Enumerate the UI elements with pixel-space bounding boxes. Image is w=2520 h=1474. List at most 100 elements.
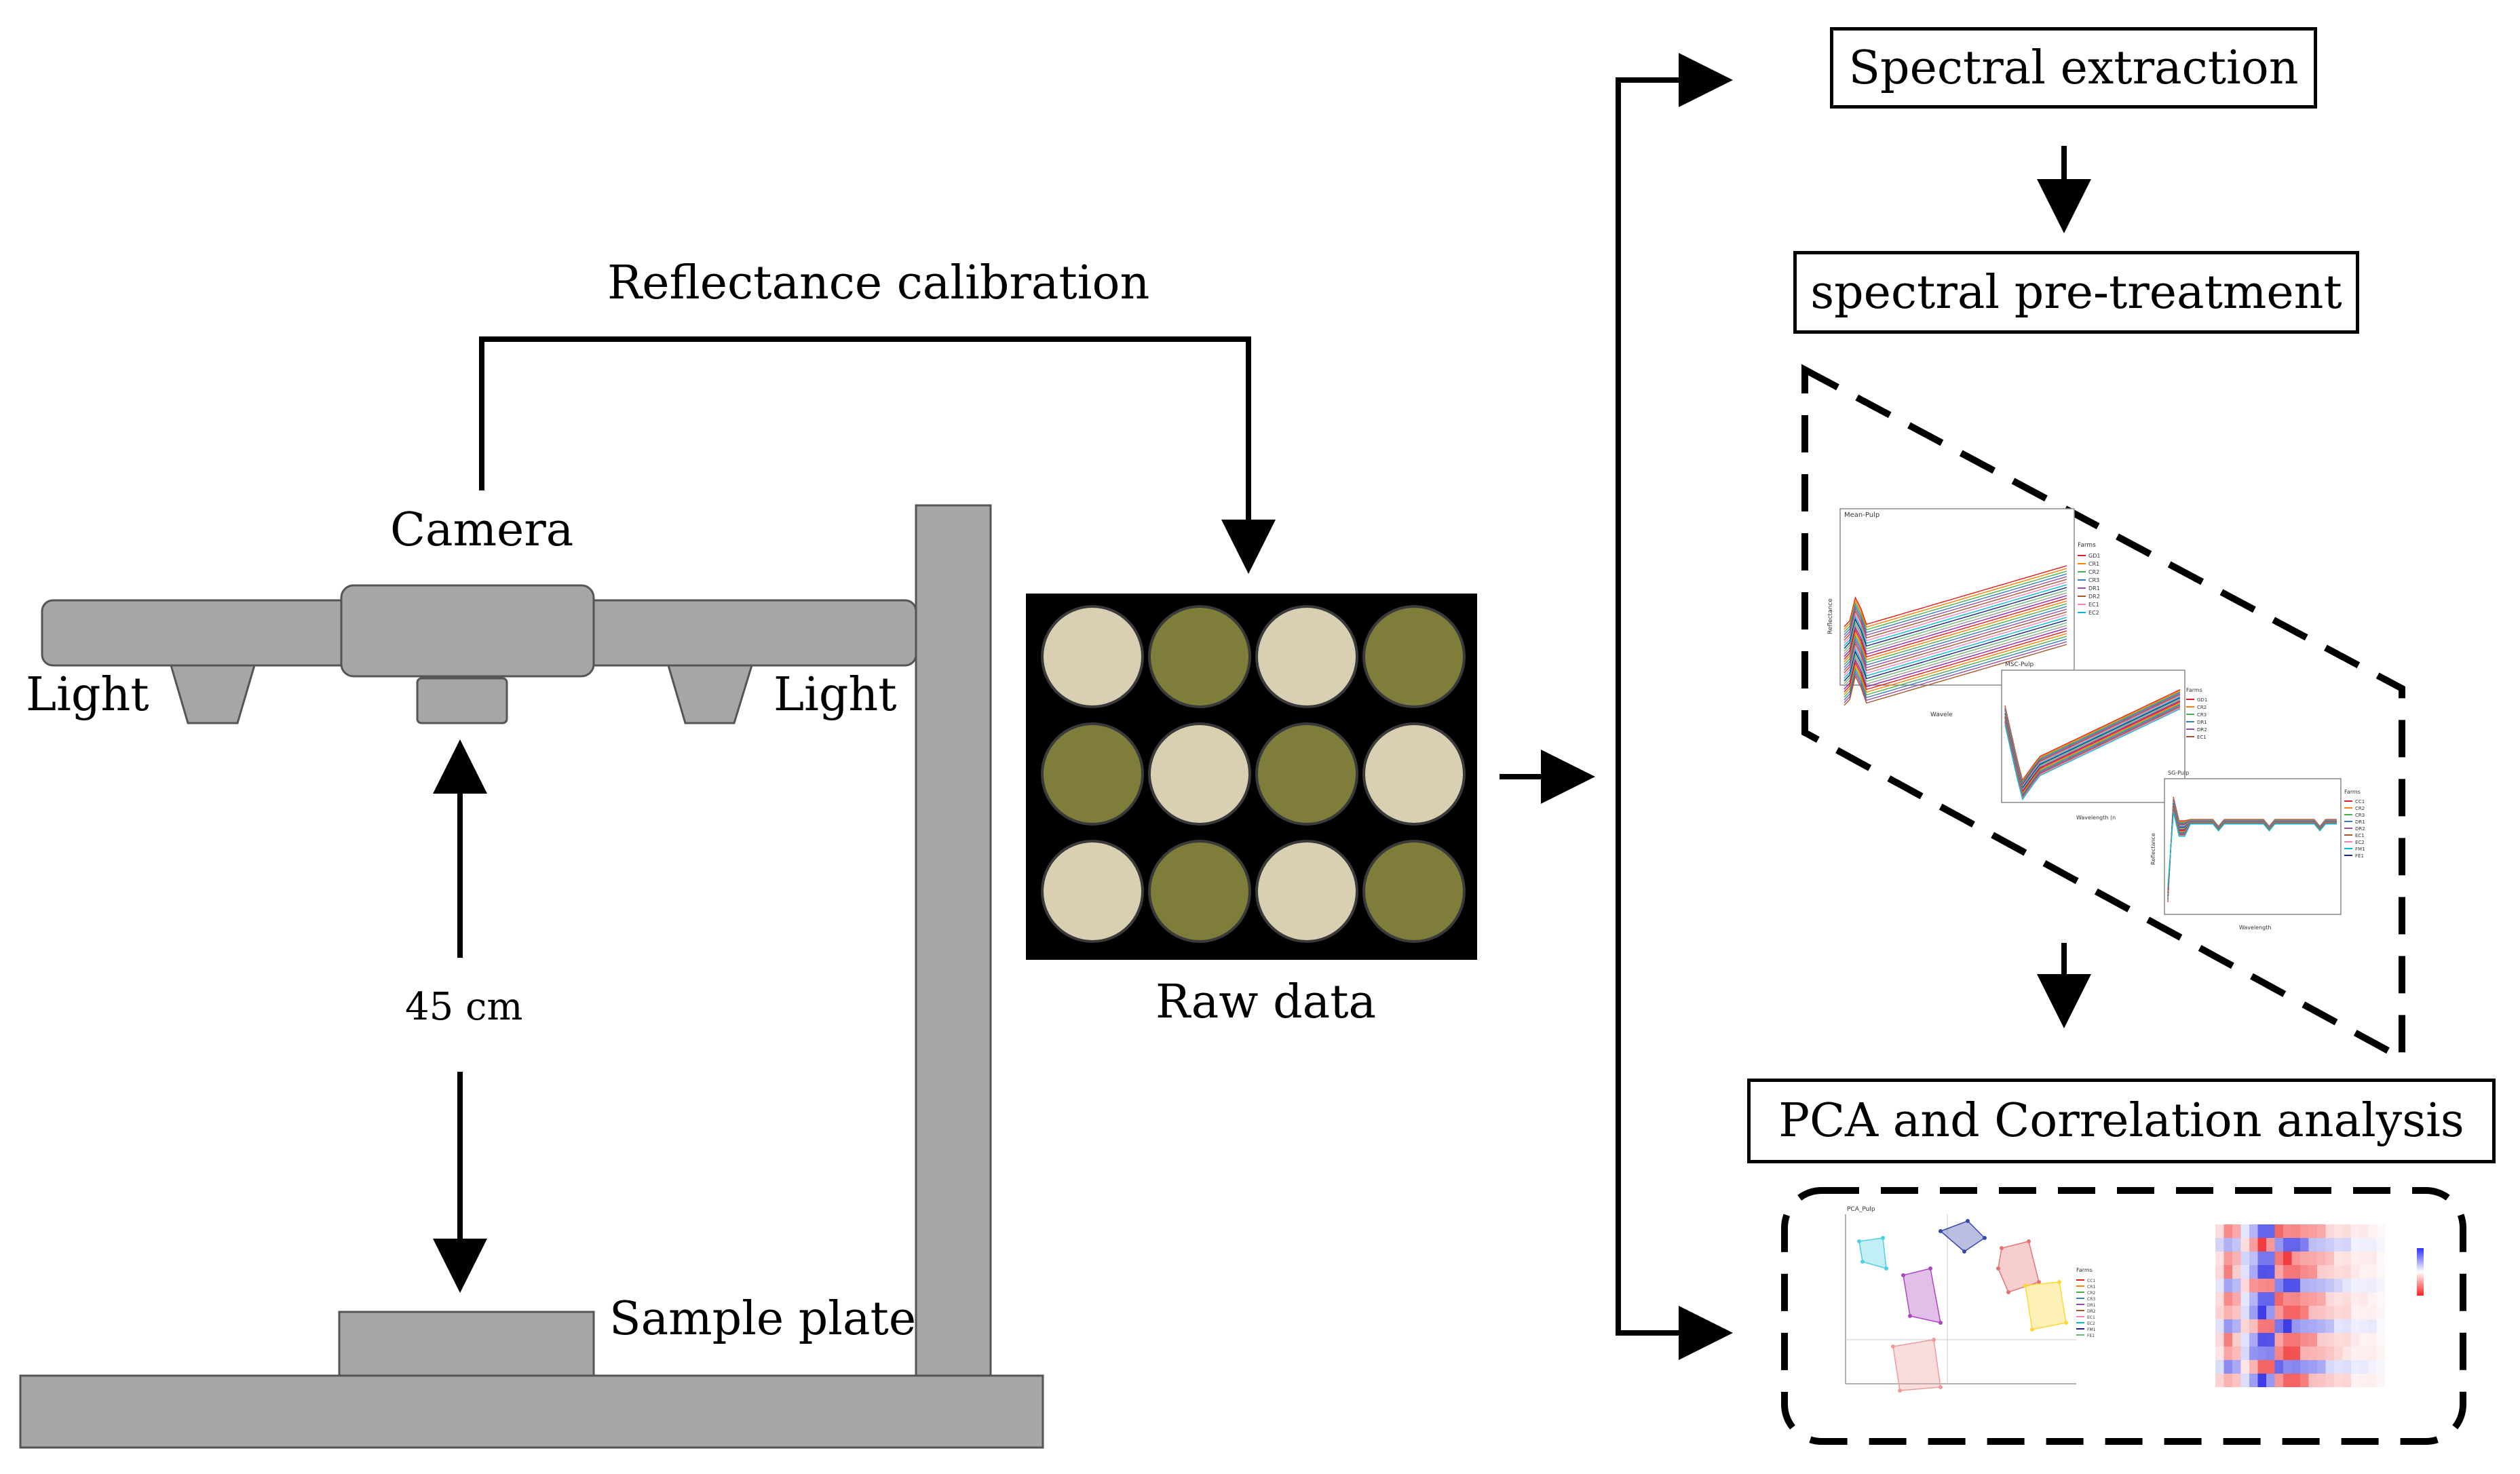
heatmap-cell [2198,1279,2207,1292]
spectra-1-line [1844,608,2067,671]
heatmap-cell [2342,1333,2351,1346]
heatmap-cell [2334,1346,2343,1360]
heatmap-cell [2317,1279,2326,1292]
spectra-2-title: MSC-Pulp [2005,661,2034,668]
spectra-1-line [1844,565,2067,627]
legend-entry: CR2 [2088,569,2099,575]
heatmap-cell [2223,1265,2232,1279]
heatmap-cell [2249,1374,2258,1387]
legend-entry: FE1 [2355,853,2364,859]
heatmap-cell [2300,1238,2309,1252]
heatmap-cell [2198,1333,2207,1346]
heatmap-cell [2215,1306,2224,1319]
heatmap-cell [2207,1224,2216,1238]
heatmap-cell [2342,1306,2351,1319]
legend-entry: DR2 [2087,1309,2096,1314]
heatmap-cell [2223,1319,2232,1333]
spectra-1-line [1844,641,2067,703]
spectra-1-series [1844,565,2067,706]
heatmap-cell [2283,1224,2292,1238]
heatmap-cell [2249,1346,2258,1360]
heatmap-cell [2300,1265,2309,1279]
heatmap-cell [2232,1306,2241,1319]
heatmap-cell [2308,1333,2317,1346]
petri-dish-green [1044,725,1141,823]
spectra-2-line [2004,703,2181,796]
heatmap-cell [2385,1292,2394,1306]
heatmap-cell [2232,1346,2241,1360]
legend-entry: FM1 [2355,847,2365,852]
camera-body [340,584,595,678]
light-left-lamp [169,664,256,724]
stand-pole [915,504,992,1377]
heatmap-cell [2334,1360,2343,1374]
heatmap-cell [2300,1252,2309,1265]
heatmap-cell [2232,1238,2241,1252]
legend-entry: DR1 [2355,819,2365,825]
heatmap-cell [2198,1346,2207,1360]
heatmap-cell [2198,1252,2207,1265]
heatmap-cell [2207,1292,2216,1306]
pca-point [1932,1338,1936,1342]
spectra-3-title: SG-Pulp [2168,770,2189,776]
spectra-chart-3: SG-Pulp Farms Wavelength Reflectance CC1… [2150,770,2365,931]
heatmap-cell [2325,1319,2334,1333]
heatmap-cell [2223,1279,2232,1292]
heatmap-cell [2325,1224,2334,1238]
heatmap-cell [2308,1292,2317,1306]
pca-cluster [1892,1339,1941,1391]
heatmap-cell [2249,1292,2258,1306]
heatmap-cell [2240,1360,2249,1374]
heatmap-cell [2266,1374,2275,1387]
petri-dish-light [1044,842,1141,940]
heatmap-cell [2240,1306,2249,1319]
heatmap-cell [2283,1374,2292,1387]
heatmap-cell [2223,1333,2232,1346]
heatmap-cell [2207,1360,2216,1374]
spectral-extraction-box: Spectral extraction [1830,27,2317,109]
spectra-2-xlabel: Wavelength (n [2076,815,2116,821]
heatmap-cell [2308,1319,2317,1333]
legend-entry: CC1 [2087,1279,2095,1283]
legend-entry: EC1 [2355,833,2365,838]
spectra-1-line [1844,587,2067,649]
legend-entry: EC1 [2197,735,2207,740]
heatmap-cell [2385,1252,2394,1265]
heatmap-cell [2232,1319,2241,1333]
legend-entry: CR1 [2088,561,2099,567]
heatmap-cell [2308,1224,2317,1238]
heatmap-cell [2351,1346,2360,1360]
heatmap-cell [2325,1374,2334,1387]
legend-entry: FE1 [2087,1334,2095,1338]
heatmap-cell [2207,1252,2216,1265]
pca-point [1939,1385,1943,1389]
heatmap-cell [2334,1319,2343,1333]
camera-label: Camera [390,503,574,557]
spectra-1-line [1844,614,2067,676]
heatmap-cell [2334,1292,2343,1306]
heatmap-cell [2342,1224,2351,1238]
heatmap-cell [2394,1333,2403,1346]
spectra-2-line [2004,696,2181,789]
spectra-2-line [2004,702,2181,795]
spectra-1-line [1844,595,2067,657]
heatmap-cell [2291,1306,2300,1319]
heatmap-cell [2215,1265,2224,1279]
heatmap-cell [2291,1292,2300,1306]
heatmap-cell [2291,1265,2300,1279]
heatmap-cell [2266,1360,2275,1374]
heatmap-cell [2376,1279,2385,1292]
heatmap-cell [2223,1224,2232,1238]
heatmap-cell [2359,1319,2368,1333]
heatmap-cell [2334,1238,2343,1252]
heatmap-cell [2215,1333,2224,1346]
heatmap-cell [2291,1279,2300,1292]
legend-entry: CR3 [2197,712,2207,718]
spectra-1-line [1844,584,2067,646]
spectra-2-line [2004,698,2181,791]
legend-entry: DR2 [2197,727,2207,733]
heatmap-cell [2334,1333,2343,1346]
heatmap-cell [2368,1306,2377,1319]
